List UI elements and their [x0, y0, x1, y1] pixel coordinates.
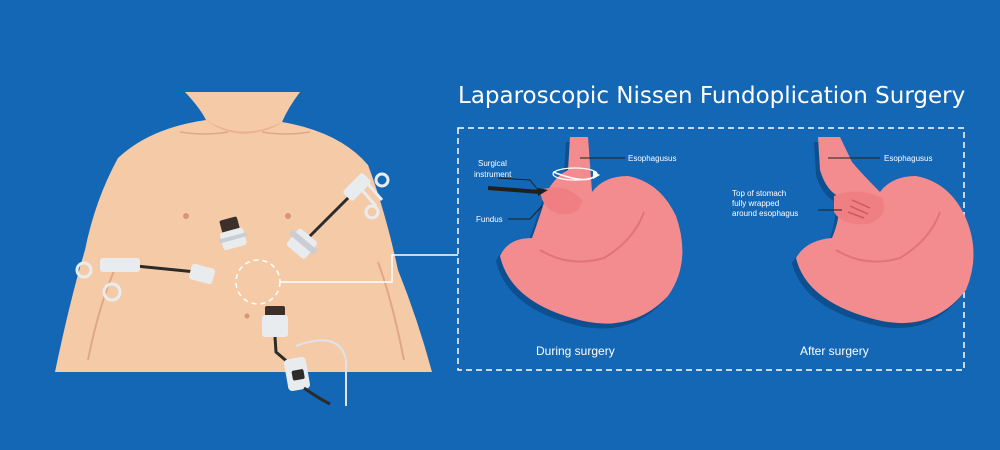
page-title: Laparoscopic Nissen Fundoplication Surge…: [458, 83, 965, 109]
instrument-left: [75, 258, 215, 302]
stomach-during-inner-curve: [539, 211, 645, 263]
nipple-right: [285, 213, 291, 219]
leader-instrument: [497, 177, 539, 191]
stomach-after-body: [796, 137, 974, 324]
trocar-upper-left: [218, 216, 248, 250]
suture-icon: [847, 199, 871, 219]
stomach-after-inner-curve: [835, 211, 941, 263]
label-wrap-line1: Top of stomach: [732, 189, 786, 198]
camera-port: [262, 306, 347, 406]
label-esophagus-during: Esophagusus: [628, 154, 676, 163]
leader-fundus: [508, 205, 543, 220]
caption-during: During surgery: [536, 344, 615, 358]
label-wrap-line3: around esophagus: [732, 209, 798, 218]
label-wrap-line2: fully wrapped: [732, 199, 779, 208]
stomach-after: [792, 137, 974, 329]
camera-icon: [291, 369, 305, 381]
connector-line: [280, 254, 458, 283]
nipple-left: [183, 213, 189, 219]
fundus-pulled: [540, 187, 582, 215]
trocar-upper-right: [286, 228, 318, 259]
detail-panel-frame: [457, 127, 965, 371]
navel: [244, 313, 250, 319]
stomach-during-body: [500, 137, 683, 324]
collarbone-left: [179, 131, 229, 135]
arm-crease-right: [377, 261, 405, 361]
collarbone-right: [261, 131, 311, 135]
label-fundus: Fundus: [476, 215, 503, 224]
grasper-shaft: [487, 186, 541, 194]
label-instrument-line1: Surgical: [478, 159, 507, 168]
scissor-handle-icon: [374, 172, 390, 188]
stomach-during: [487, 137, 683, 329]
camera-cable: [295, 339, 347, 406]
grasper-handle-icon: [75, 261, 93, 279]
fundus-wrap: [834, 191, 885, 225]
grasper-tip-icon: [538, 188, 548, 196]
caption-after: After surgery: [800, 344, 869, 358]
label-esophagus-after: Esophagusus: [884, 154, 932, 163]
label-instrument-line2: instrument: [474, 170, 512, 179]
neck-shadow: [206, 120, 282, 134]
